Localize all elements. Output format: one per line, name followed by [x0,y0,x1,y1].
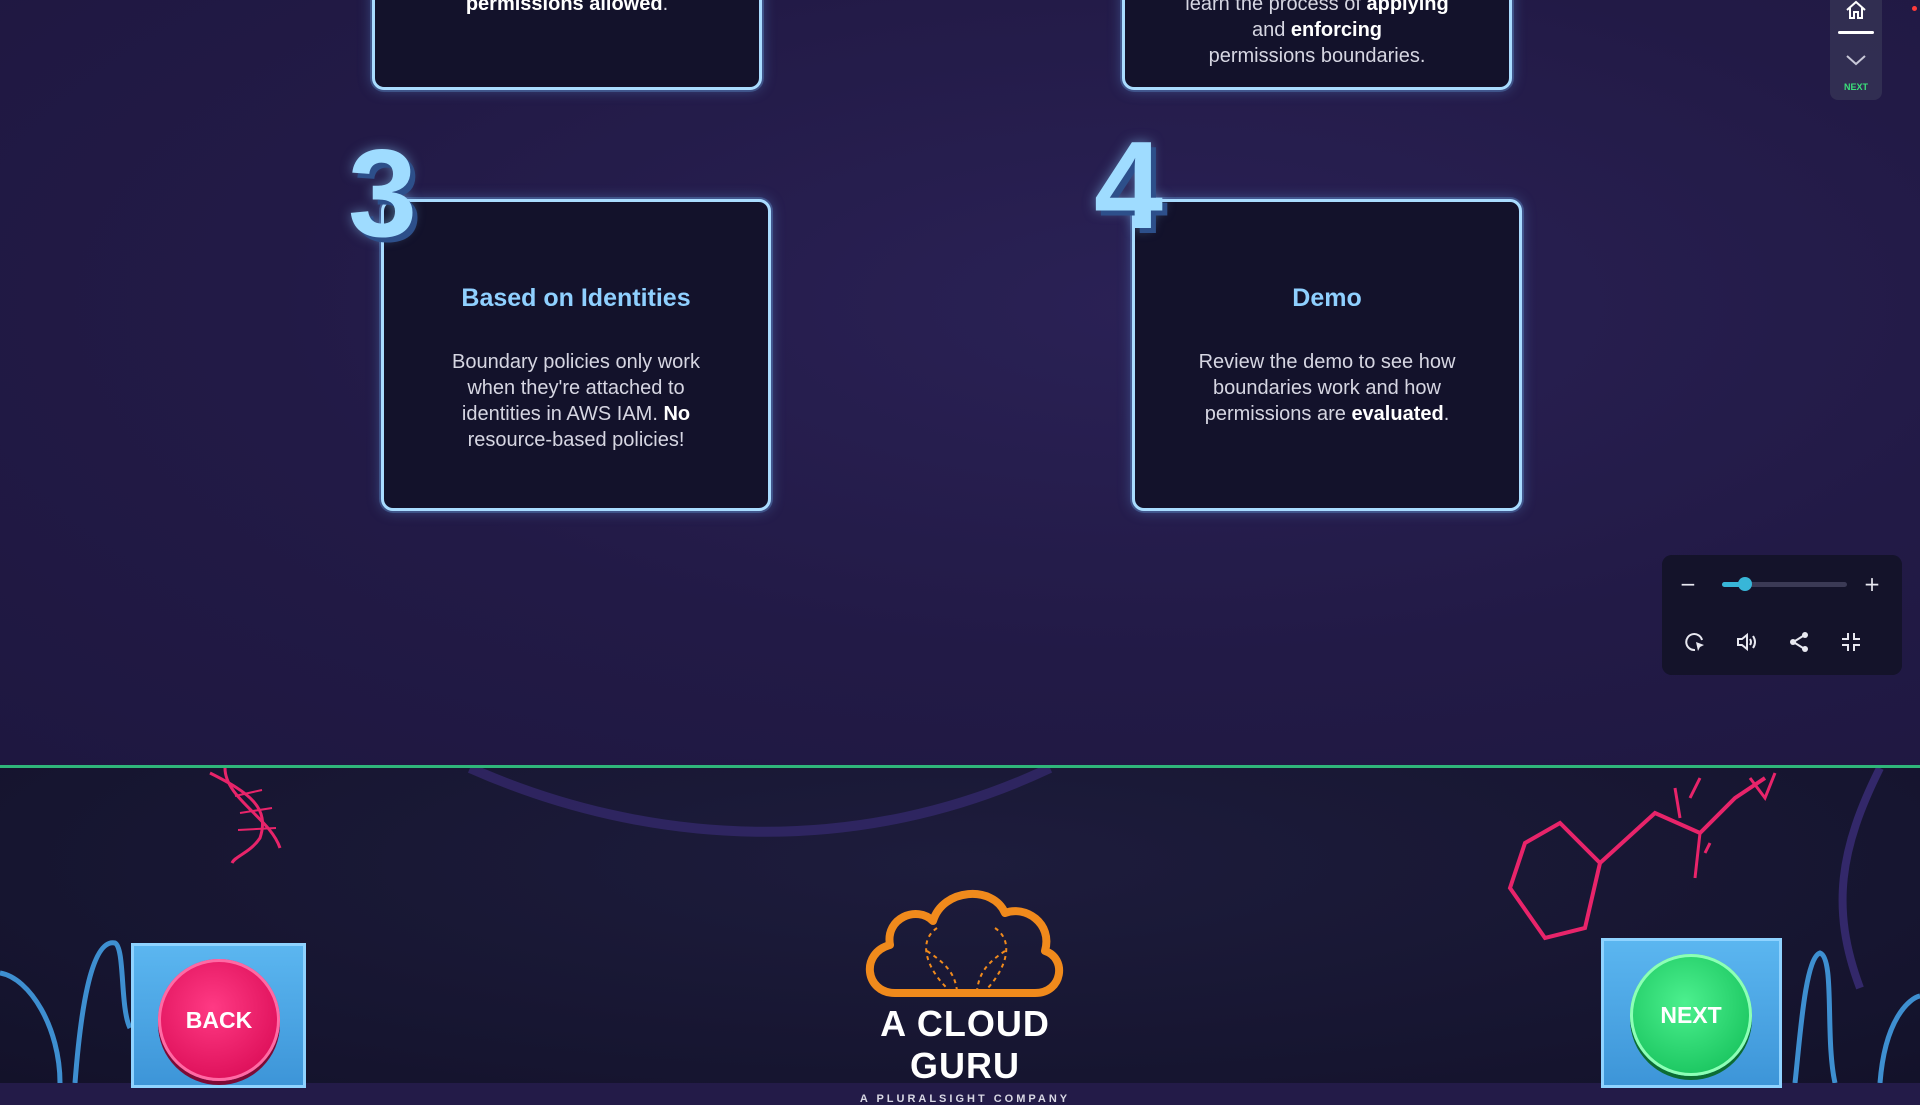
zoom-slider-thumb[interactable] [1738,577,1752,591]
card-2-body: permissions allowed. [417,0,717,17]
card-1-bold-applying: applying [1366,0,1449,15]
card-4-title: Demo [1292,284,1362,312]
card-1-line3: permissions boundaries. [1208,45,1426,67]
card-2-bold-text: permissions allowed [465,0,663,15]
card-3-body-after: resource-based policies! [467,429,685,451]
brand-name: A CLOUD GURU [880,1003,1050,1086]
notification-dot [1912,6,1917,11]
card-1-line1: learn the process of [1185,0,1367,15]
card-2-text-after: . [662,0,669,15]
exit-fullscreen-icon[interactable] [1836,627,1866,657]
card-3-body: Boundary policies only work when they're… [426,349,726,453]
zoom-slider[interactable] [1722,577,1847,591]
card-1-body: learn the process of applying and enforc… [1167,0,1467,69]
player-controls: − + [1662,555,1902,675]
card-4-body-after: . [1443,403,1450,425]
mini-nav-divider [1838,31,1874,34]
slide-stage: permissions allowed. learn the process o… [0,0,1920,765]
home-icon[interactable] [1845,0,1867,24]
card-3-title: Based on Identities [461,284,691,312]
back-button[interactable]: BACK [158,959,280,1081]
zoom-in-button[interactable]: + [1863,572,1881,596]
card-4-number: 4 [1094,117,1163,255]
card-3-body-text: Boundary policies only work when they're… [452,351,700,425]
zoom-slider-fill [1722,582,1745,587]
a-cloud-guru-logo: A CLOUD GURU A PLURALSIGHT COMPANY [820,873,1110,1105]
card-3: Based on Identities Boundary policies on… [381,199,771,511]
footer-decorations [0,768,1920,1083]
card-2-partial: permissions allowed. [372,0,762,90]
zoom-out-button[interactable]: − [1679,572,1697,596]
card-1-bold-enforcing: enforcing [1290,19,1383,41]
chevron-down-icon[interactable] [1845,52,1867,71]
card-3-body-bold: No [663,403,691,425]
card-4: Demo Review the demo to see how boundari… [1132,199,1522,511]
next-button[interactable]: NEXT [1630,954,1752,1076]
card-3-number: 3 [348,125,417,263]
card-1-line2: and [1251,19,1291,41]
card-4-body-text: Review the demo to see how boundaries wo… [1198,351,1456,425]
cursor-refresh-icon[interactable] [1680,627,1710,657]
volume-icon[interactable] [1732,627,1762,657]
mini-nav-next-label[interactable]: NEXT [1843,82,1868,92]
brand-tagline: A PLURALSIGHT COMPANY [859,1093,1071,1105]
footer: BACK NEXT A CLOUD GURU A PLURALSIGHT COM… [0,765,1920,1105]
card-4-body: Review the demo to see how boundaries wo… [1177,349,1477,427]
card-1-partial: learn the process of applying and enforc… [1122,0,1512,90]
share-icon[interactable] [1784,627,1814,657]
card-4-body-bold: evaluated [1351,403,1444,425]
mini-nav: NEXT [1830,0,1882,100]
cloud-logo-icon [865,889,1064,997]
